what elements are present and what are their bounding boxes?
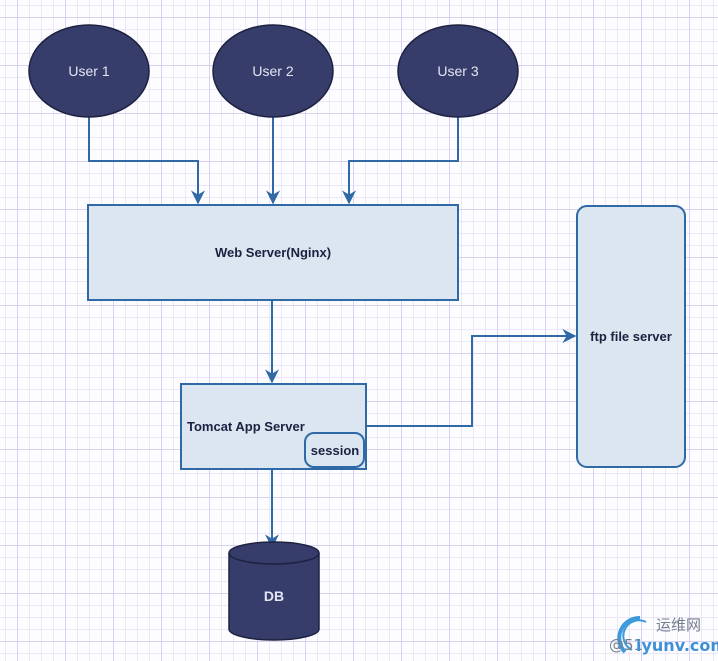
database-node[interactable]: DB — [228, 541, 320, 641]
user-label: User 3 — [437, 63, 478, 79]
watermark: 运维网 @51 iyunv.com — [609, 615, 718, 655]
user-label: User 1 — [68, 63, 109, 79]
session-label: session — [311, 443, 359, 458]
web-server-label: Web Server(Nginx) — [215, 245, 331, 260]
app-server-label: Tomcat App Server — [187, 419, 305, 434]
watermark-title: 运维网 — [656, 616, 701, 634]
user-label: User 2 — [252, 63, 293, 79]
session-node[interactable]: session — [304, 432, 365, 468]
user-node-3[interactable]: User 3 — [397, 24, 519, 118]
watermark-domain: iyunv.com — [636, 636, 718, 655]
database-label: DB — [264, 588, 284, 604]
ftp-server-node[interactable]: ftp file server — [576, 205, 686, 468]
edges — [88, 117, 577, 549]
edge-user3-webserver — [342, 117, 459, 205]
user-node-2[interactable]: User 2 — [212, 24, 334, 118]
ftp-server-label: ftp file server — [590, 329, 672, 344]
watermark-logo-icon — [617, 615, 641, 654]
edge-appserver-ftp — [366, 329, 577, 427]
app-server-node[interactable]: Tomcat App Server — [180, 383, 367, 470]
edge-user1-webserver — [88, 117, 205, 205]
web-server-node[interactable]: Web Server(Nginx) — [87, 204, 459, 301]
watermark-prefix: @51 — [609, 636, 643, 654]
user-node-1[interactable]: User 1 — [28, 24, 150, 118]
